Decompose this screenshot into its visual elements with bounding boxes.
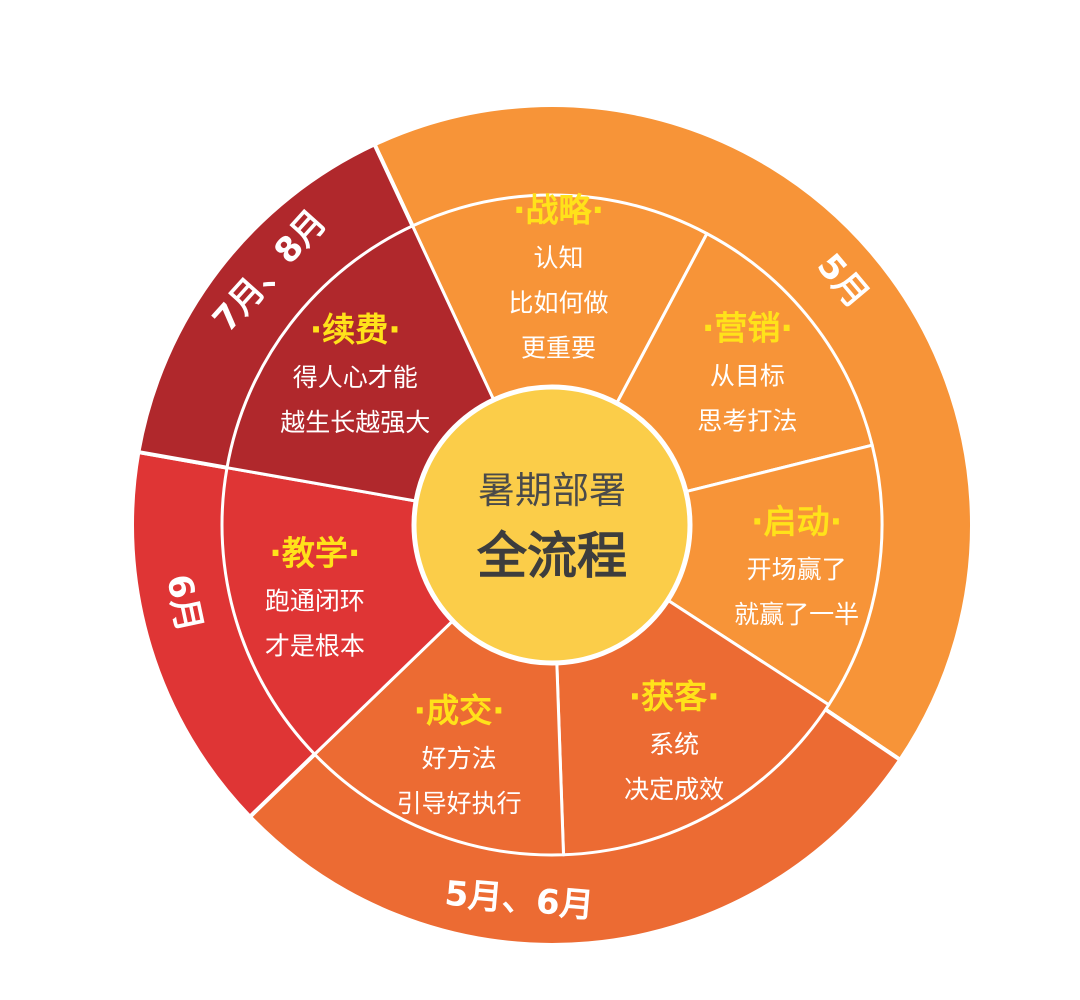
segment-teaching-line: 才是根本: [265, 632, 365, 661]
segment-acquire-line: 决定成效: [624, 775, 724, 804]
segment-strategy-line: 更重要: [521, 334, 596, 363]
segment-teaching-title: ·教学·: [269, 534, 360, 573]
segment-strategy-line: 认知: [533, 244, 583, 273]
segment-acquire-line: 系统: [649, 730, 699, 759]
segment-marketing-title: ·营销·: [702, 308, 793, 347]
segment-deal-line: 好方法: [422, 744, 497, 773]
segment-strategy-line: 比如何做: [508, 289, 608, 318]
segment-launch-line: 就赢了一半: [734, 600, 859, 629]
segment-deal-title: ·成交·: [414, 691, 505, 730]
segment-acquire-title: ·获客·: [629, 677, 720, 716]
segment-renewal-title: ·续费·: [310, 310, 401, 349]
segment-renewal-line: 越生长越强大: [280, 408, 430, 437]
segment-deal-line: 引导好执行: [397, 789, 522, 818]
center-hub: 暑期部署 全流程: [411, 384, 693, 666]
segment-marketing-line: 思考打法: [697, 406, 797, 435]
segment-renewal-line: 得人心才能: [293, 363, 418, 392]
segment-launch-title: ·启动·: [751, 502, 842, 541]
process-segments: ·战略·认知比如何做更重要·营销·从目标思考打法·启动·开场赢了就赢了一半·获客…: [220, 191, 884, 857]
segment-strategy-title: ·战略·: [513, 191, 604, 230]
segment-launch-line: 开场赢了: [747, 555, 847, 584]
segment-teaching-line: 跑通闭环: [265, 587, 365, 616]
center-title-line1: 暑期部署: [478, 469, 626, 512]
segment-marketing-line: 从目标: [710, 361, 785, 390]
center-circle: [411, 384, 693, 666]
center-title-line2: 全流程: [476, 527, 627, 585]
